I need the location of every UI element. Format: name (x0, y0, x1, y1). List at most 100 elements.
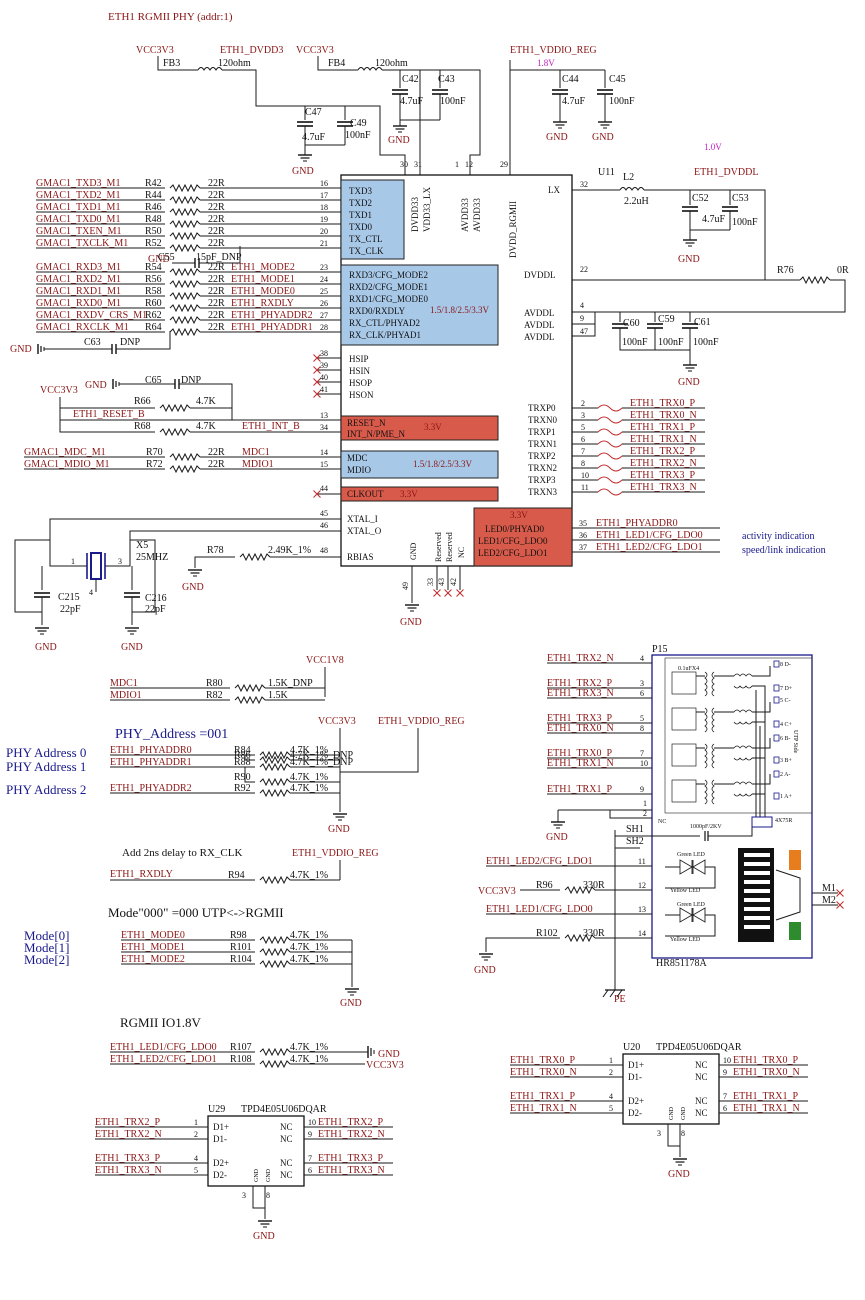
c53-ref: C53 (732, 193, 749, 204)
c55-value: 15pF_DNP (196, 252, 242, 263)
u29-ref: U29 (208, 1104, 225, 1115)
rj45-m2: M2 (822, 895, 836, 906)
rj45-utp-pad-5 (773, 756, 780, 764)
pin-num-26: 26 (320, 299, 328, 308)
pin-mdc: MDC (347, 453, 368, 463)
pin-lx: LX (548, 185, 560, 195)
u11-ref: U11 (598, 167, 615, 178)
phyaddr-ref-r84: R84 (234, 745, 251, 756)
rj45-magnetics (671, 666, 771, 817)
gnd-pin49: GND (400, 617, 422, 628)
vcc1v8-label: VCC1V8 (306, 655, 344, 666)
pin-rx-3: RXD0/RXDLY (349, 306, 406, 316)
net-gmac1-txd3-m1: GMAC1_TXD3_M1 (36, 178, 120, 189)
extra-eth1-mode1: ETH1_MODE1 (231, 274, 295, 285)
val-r60: 22R (208, 298, 225, 309)
pin-avddl-2: AVDDL (524, 320, 554, 330)
rj45-pin-3: 5 (640, 714, 644, 723)
u29-lpin-4: 4 (194, 1154, 198, 1163)
rj45-utp-pad-7 (773, 792, 780, 800)
rj45-utp-pad-6 (773, 770, 780, 778)
c61-value: 100nF (693, 337, 719, 348)
gnd-phyaddr: GND (328, 824, 350, 835)
c59-ref: C59 (658, 314, 675, 325)
ref-r64: R64 (145, 322, 162, 333)
u20-lname-2: D2+ (628, 1096, 644, 1106)
val-r70: 22R (208, 447, 225, 458)
val-r56: 22R (208, 274, 225, 285)
pin-int-n: INT_N/PME_N (347, 429, 405, 439)
phy-address-heading: PHY_Address =001 (115, 727, 228, 742)
c55-group: GND C55 15pF_DNP (148, 246, 242, 268)
phyaddr-ref-r86: R86 (234, 750, 251, 761)
ref-r62: R62 (145, 310, 162, 321)
pin-13-num: 13 (320, 411, 328, 420)
pin-trxn3: TRXN3 (528, 487, 557, 497)
phyaddr-ref-r90: R90 (234, 772, 251, 783)
u29-rpin-7: 7 (308, 1154, 312, 1163)
rxdly-section: Add 2ns delay to RX_CLK ETH1_VDDIO_REG E… (110, 847, 379, 884)
net-gmac1-mdc-m1: GMAC1_MDC_M1 (24, 447, 106, 458)
rj45-pin-2: 6 (640, 689, 644, 698)
c52-value: 4.7uF (702, 214, 726, 225)
c49-value: 100nF (345, 130, 371, 141)
rj45-pin-1: 3 (640, 679, 644, 688)
net-gmac1-rxclk-m1: GMAC1_RXCLK_M1 (36, 322, 129, 333)
avddl-pin-9: 9 (580, 314, 584, 323)
xtal-o-pin-num: 46 (320, 521, 328, 530)
phyaddr-val-r84: 4.7K_1% (290, 745, 328, 756)
led-pin-box (473, 507, 573, 567)
u29-rpin-10: 10 (308, 1118, 316, 1127)
rj45-utp-pad-1 (773, 684, 780, 692)
u29-gnd-label: GND (253, 1231, 275, 1242)
p15-ref: P15 (652, 644, 668, 655)
rj45-coil-box-2 (671, 743, 697, 767)
pin-txd1: TXD1 (349, 210, 372, 220)
mode-0-label: Mode[0] (24, 928, 70, 943)
avddl-pin-4: 4 (580, 301, 584, 310)
vcc3v3-label-2: VCC3V3 (296, 45, 334, 56)
pin-txd0: TXD0 (349, 222, 372, 232)
rj45-utp-pad-3 (773, 720, 780, 728)
c65-value: DNP (181, 375, 201, 386)
val-r62: 22R (208, 310, 225, 321)
trx-pin-num-11: 11 (581, 483, 589, 492)
reset-net: ETH1_RESET_B (73, 409, 145, 420)
rj45-res: 4X75R (775, 818, 792, 824)
val-r54: 22R (208, 262, 225, 273)
trx-pin-num-3: 3 (581, 411, 585, 420)
extra-eth1-phyaddr1: ETH1_PHYADDR1 (231, 322, 313, 333)
rj45-utp-5: 3 B+ (780, 758, 793, 764)
rj45-yellow-led-1: Yellow LED (670, 888, 701, 894)
pin-dvdd33: DVDD33 (410, 197, 420, 232)
ref-r44: R44 (145, 190, 162, 201)
pin-42-num: 42 (449, 578, 458, 586)
mode-ref-r104: R104 (230, 954, 252, 965)
rgmii-val-r108: 4.7K_1% (290, 1054, 328, 1065)
rj45-utp-7: 1 A+ (780, 794, 793, 800)
rj45-led-pin-12: 12 (638, 881, 646, 890)
rj45-net-6: ETH1_TRX1_N (547, 758, 614, 769)
chip-net-mdio1: MDIO1 (242, 459, 274, 470)
pin-rbias: RBIAS (347, 552, 374, 562)
pin-34-num: 34 (320, 423, 328, 432)
c47-value: 4.7uF (302, 132, 326, 143)
c44-ref: C44 (562, 74, 579, 85)
fb4-ref: FB4 (328, 58, 345, 69)
net-gmac1-txd0-m1: GMAC1_TXD0_M1 (36, 214, 120, 225)
rj45-utp-4: 6 B- (780, 736, 791, 742)
hs-pin-num-39: 39 (320, 361, 328, 370)
pin-clkout: CLKOUT (347, 489, 384, 499)
gnd-c215: GND (35, 642, 57, 653)
fb4-value: 120ohm (375, 58, 408, 69)
c55-ref: C55 (158, 252, 175, 263)
net-gmac1-txd1-m1: GMAC1_TXD1_M1 (36, 202, 120, 213)
u20-gnd-2: GND (681, 1106, 687, 1120)
crystal-section: 45 46 X5 25MHZ 1 3 4 C215 22pF C216 22pF… (14, 509, 341, 653)
u20-lname-3: D2- (628, 1108, 642, 1118)
fb3-ref: FB3 (163, 58, 180, 69)
pin-num-16: 16 (320, 179, 328, 188)
fb3-value: 120ohm (218, 58, 251, 69)
